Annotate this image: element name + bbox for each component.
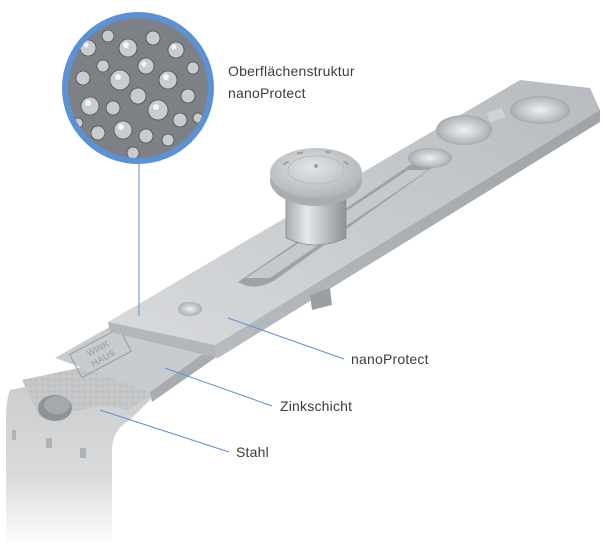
engraved-logo: WINK HAUS [68, 327, 133, 379]
label-nanoprotect: nanoProtect [351, 351, 429, 367]
leader-line-steel [99, 409, 230, 453]
label-zinkschicht: Zinkschicht [280, 398, 353, 414]
leader-line-nanoprotect [227, 317, 345, 360]
mushroom-pin [270, 148, 362, 246]
label-stahl: Stahl [236, 444, 269, 460]
leader-line-zinc [164, 367, 273, 407]
surface-texture [68, 18, 208, 158]
surface-callout: Oberflächenstruktur nanoProtect [228, 60, 355, 104]
surface-callout-line1: Oberflächenstruktur [228, 63, 355, 79]
steel-layer [6, 360, 160, 546]
leader-lines [99, 164, 345, 453]
surface-callout-line2: nanoProtect [228, 85, 306, 101]
surface-magnifier [62, 12, 214, 164]
